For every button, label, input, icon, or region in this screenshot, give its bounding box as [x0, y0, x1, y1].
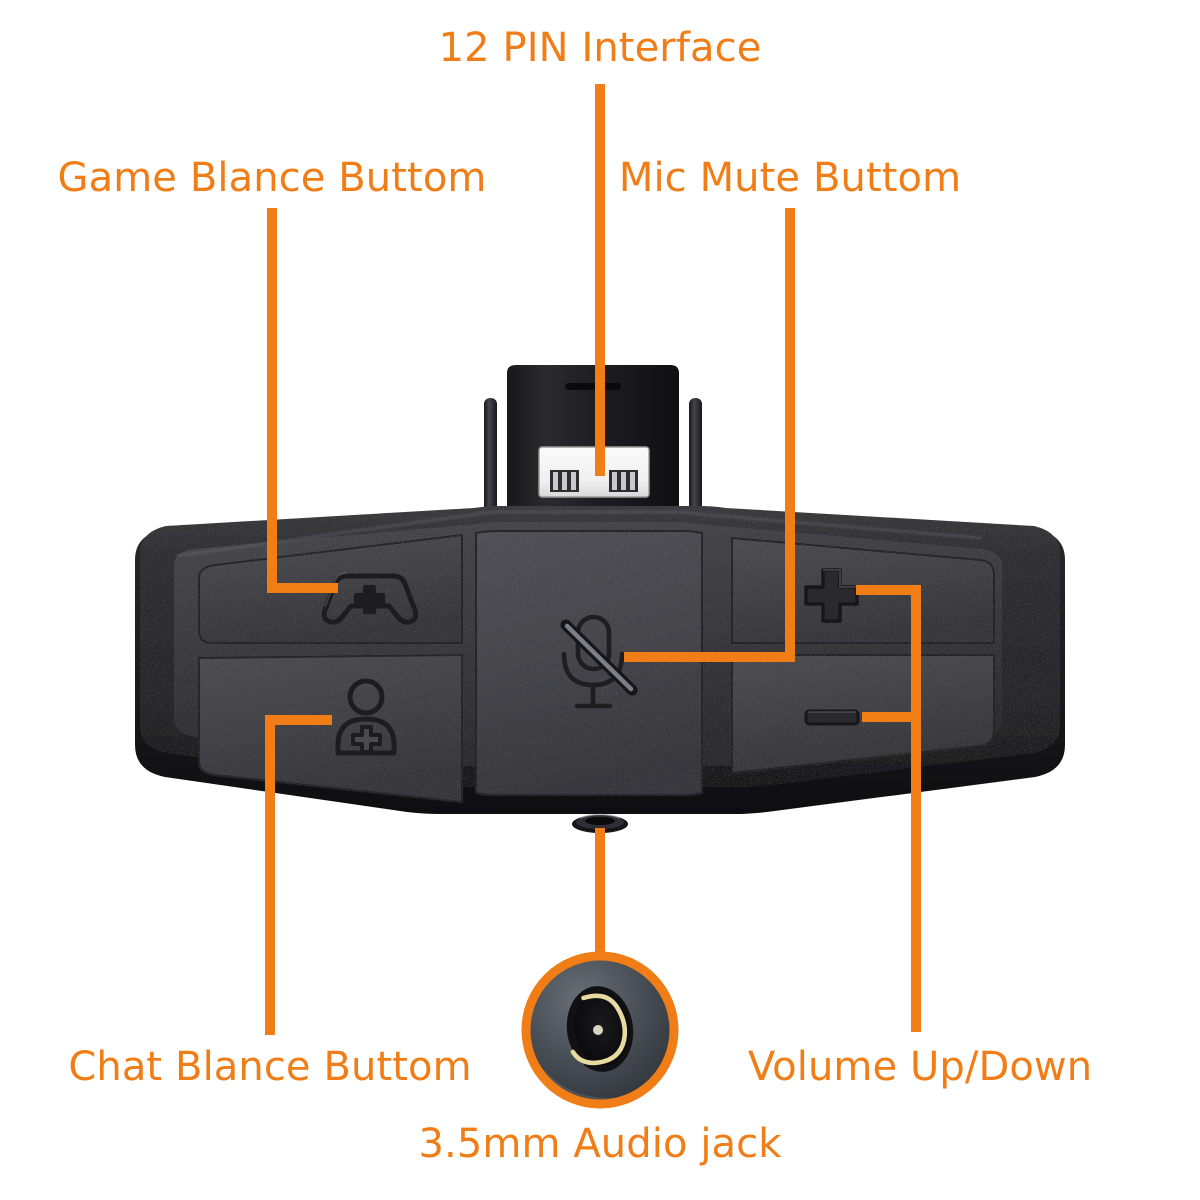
- pin-group-left: [550, 470, 579, 492]
- button-chat-balance[interactable]: [198, 653, 463, 804]
- leader-volume-up: [856, 585, 921, 1032]
- chat-person-icon: [335, 678, 397, 756]
- game-controller-icon-highlight: [324, 572, 348, 608]
- pin-group-right: [609, 470, 638, 492]
- mic-slash-icon: [560, 619, 638, 696]
- connector-retention-tab: [565, 383, 621, 390]
- leader-chat-balance-button: [265, 715, 332, 1035]
- minus-icon: [804, 709, 860, 726]
- game-controller-icon: [321, 573, 419, 625]
- leader-game-balance-button: [267, 208, 338, 593]
- callout-label-mic-mute-button: Mic Mute Buttom: [618, 155, 962, 201]
- audio-jack-port[interactable]: [572, 813, 628, 834]
- plus-icon: [804, 568, 859, 623]
- body-top-highlight: [175, 510, 983, 558]
- callout-label-volume-up-down: Volume Up/Down: [747, 1044, 1093, 1090]
- callout-label-audio-jack: 3.5mm Audio jack: [418, 1121, 782, 1167]
- callout-label-game-balance-button: Game Blance Buttom: [57, 155, 487, 201]
- callout-label-chat-balance-button: Chat Blance Buttom: [68, 1044, 472, 1090]
- callout-label-12-pin-interface: 12 PIN Interface: [438, 25, 762, 71]
- button-mic-mute[interactable]: [475, 530, 703, 796]
- connector-rail-left: [484, 398, 497, 516]
- connector-rail-right: [689, 398, 702, 516]
- leader-mic-mute-button: [624, 208, 795, 662]
- connector-assembly: [484, 365, 702, 516]
